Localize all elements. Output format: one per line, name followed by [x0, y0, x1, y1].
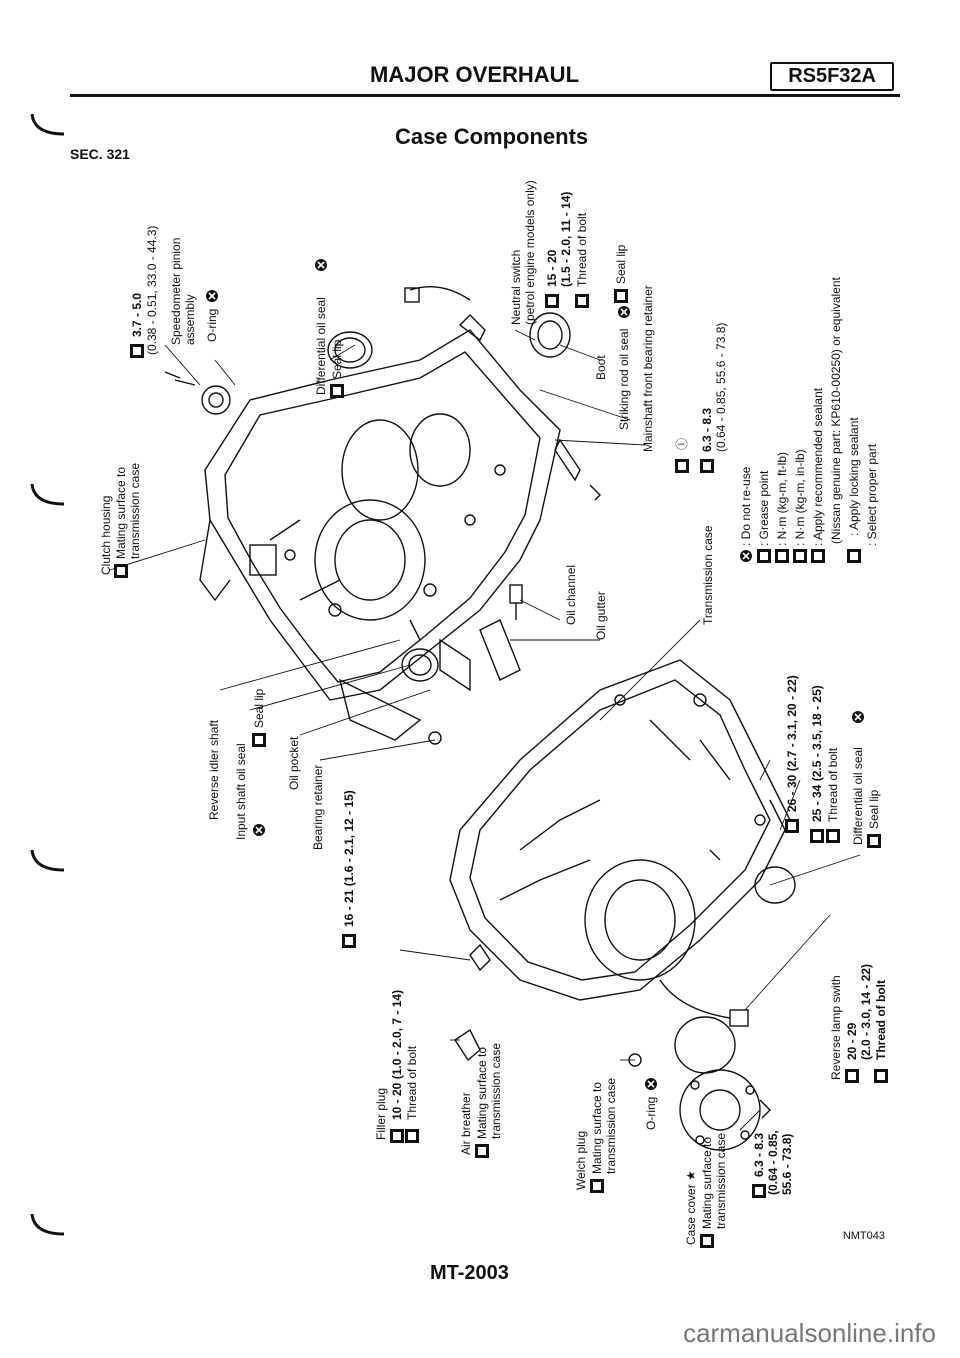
part-label: Bearing retainer	[311, 765, 325, 850]
part-label: Air breather	[459, 1092, 473, 1155]
legend-item: (Nissan genuine part: KP610-00250) or eq…	[829, 276, 843, 544]
torque-label: (0.38 - 0.51, 33.0 - 44.3)	[145, 226, 159, 355]
torque-label: (2.0 - 3.0, 14 - 22)	[859, 964, 873, 1060]
part-label: Mating surface to	[114, 467, 128, 559]
torque-label: 55.6 - 73.8)	[780, 1134, 794, 1195]
part-label: Differential oil seal	[314, 297, 328, 395]
header-title: MAJOR OVERHAUL	[370, 62, 580, 87]
part-label: transmission case	[604, 1078, 618, 1174]
transmission-case-drawing	[449, 659, 796, 1151]
torque-label: 26 - 30 (2.7 - 3.1, 20 - 22)	[785, 675, 799, 812]
part-label: Thread of bolt	[575, 212, 589, 287]
part-label: Mating surface to	[590, 1082, 604, 1174]
part-label: Seal lip	[614, 244, 628, 284]
model-badge: RS5F32A	[770, 62, 894, 91]
torque-label: 6.3 - 8.3	[752, 1133, 766, 1177]
part-label: Thread of bolt	[826, 747, 840, 822]
part-label: transmission case	[489, 1043, 503, 1139]
torque-label: (0.64 - 0.85,	[766, 1130, 780, 1195]
part-label: Boot	[594, 355, 608, 380]
part-label: Seal lip	[252, 688, 266, 728]
torque-label: (0.64 - 0.85, 55.6 - 73.8)	[714, 323, 728, 452]
page-title: Case Components	[395, 124, 589, 149]
clutch-housing-drawing	[164, 285, 601, 745]
part-label: Oil gutter	[594, 591, 608, 640]
margin-mark-icon	[30, 113, 65, 136]
header-rule	[70, 94, 900, 97]
torque-label: (1.5 - 2.0, 11 - 14)	[559, 192, 573, 287]
part-label: Mainshaft front bearing retainer	[641, 285, 655, 452]
watermark: carmanualsonline.info	[683, 1318, 936, 1348]
legend-item: : Apply locking sealant	[847, 417, 861, 536]
torque-label: 15 - 20	[545, 249, 559, 287]
page-number: MT-2003	[430, 1262, 509, 1284]
torque-label: 25 - 34 (2.5 - 3.5, 18 - 25)	[810, 685, 824, 822]
part-label: O-ring	[205, 309, 219, 342]
part-label: Neutral switch	[509, 250, 523, 325]
legend-item: : N·m (kg-m, ft-lb)	[775, 452, 789, 546]
legend-item: : Apply recommended sealant	[811, 387, 825, 546]
symbol-label: ⓛ	[675, 438, 689, 450]
part-label: Input shaft oil seal	[234, 743, 248, 840]
torque-label: 6.3 - 8.3	[700, 408, 714, 452]
part-label: Thread of bolt	[874, 980, 888, 1060]
margin-mark-icon	[30, 1213, 65, 1236]
part-label: Thread of bolt	[405, 1045, 419, 1120]
page-header: MAJOR OVERHAUL RS5F32A	[70, 62, 900, 102]
part-label: Case cover ★	[684, 1170, 698, 1245]
part-label: Seal lip	[330, 339, 344, 379]
part-label: Seal lip	[867, 789, 881, 829]
part-label: transmission case	[714, 1133, 728, 1229]
section-number: SEC. 321	[70, 146, 130, 162]
torque-label: 20 - 29	[845, 1022, 859, 1060]
part-label: Striking rod oil seal	[617, 329, 631, 430]
part-label: Welch plug	[574, 1131, 588, 1190]
torque-label: 3.7 - 5.0	[130, 293, 144, 337]
part-label: Differential oil seal	[851, 747, 865, 845]
part-label: Mating surface to	[700, 1137, 714, 1229]
part-label: (petrol engine models only)	[523, 180, 537, 325]
part-label: Mating surface to	[475, 1047, 489, 1139]
figure-id: NMT043	[842, 1230, 885, 1242]
part-label: Reverse idler shaft	[207, 719, 221, 820]
symbol-legend: : Do not re-use : Grease point : N·m (kg…	[739, 276, 879, 563]
callout-labels: 3.7 - 5.0 (0.38 - 0.51, 33.0 - 44.3) Spe…	[99, 180, 888, 1248]
part-label: Filler plug	[374, 1088, 388, 1140]
torque-label: 16 - 21 (1.6 - 2.1, 12 - 15)	[342, 790, 356, 927]
part-label: Oil pocket	[287, 736, 301, 790]
part-label: Transmission case	[701, 525, 715, 625]
legend-item: : Do not re-use	[739, 466, 753, 546]
part-label: Clutch housing	[99, 496, 113, 575]
legend-item: : Select proper part	[865, 443, 879, 546]
part-label: assembly	[183, 294, 197, 345]
leader-lines	[109, 329, 861, 1131]
torque-label: 10 - 20 (1.0 - 2.0, 7 - 14)	[390, 990, 404, 1120]
margin-mark-icon	[30, 849, 65, 872]
part-label: Oil channel	[564, 565, 578, 625]
legend-item: : Grease point	[757, 470, 771, 546]
part-label: transmission case	[128, 463, 142, 559]
part-label: O-ring	[644, 1097, 658, 1130]
legend-item: : N·m (kg-m, in-lb)	[793, 449, 807, 546]
part-label: Reverse lamp swith	[829, 975, 843, 1080]
part-label: Speedometer pinion	[169, 238, 183, 345]
margin-mark-icon	[30, 483, 65, 506]
